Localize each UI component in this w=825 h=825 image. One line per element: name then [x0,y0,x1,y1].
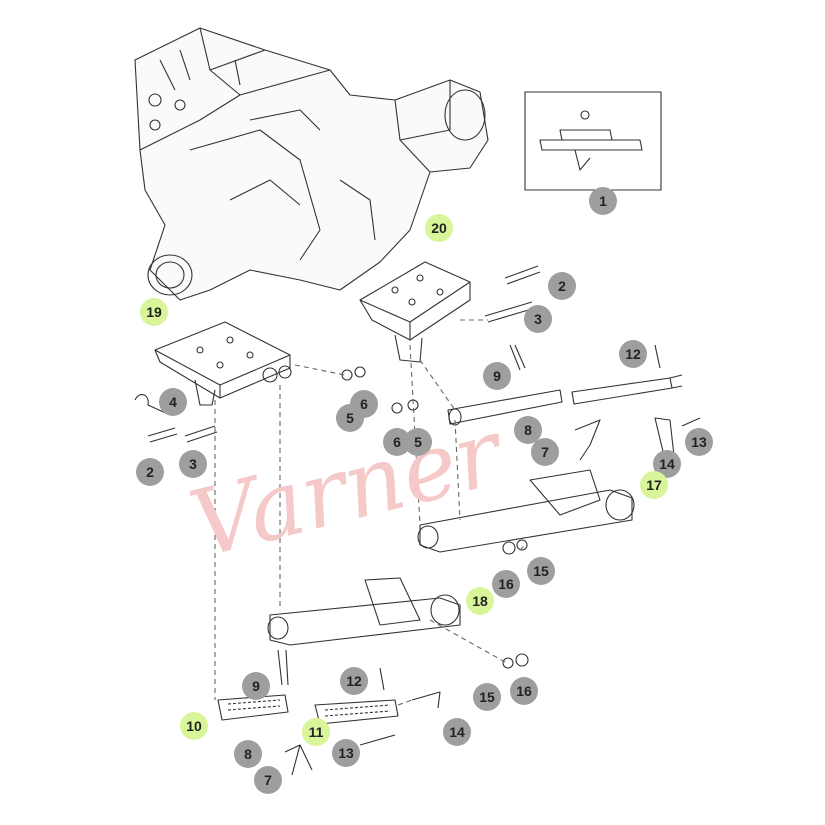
lower-link-left [267,577,461,646]
pin-12-upper [654,344,661,369]
callout-2[interactable]: 2 [136,458,164,486]
callout-13[interactable]: 13 [685,428,713,456]
clip-4 [134,394,171,416]
callout-12[interactable]: 12 [340,667,368,695]
washer [341,369,353,381]
callout-4[interactable]: 4 [159,388,187,416]
callout-7[interactable]: 7 [531,438,559,466]
callout-11[interactable]: 11 [302,718,330,746]
pin-9-lower [277,649,289,686]
callout-3[interactable]: 3 [524,305,552,333]
chain-plate-11 [314,699,399,725]
pin-short [504,265,541,285]
left-mounting-bracket [154,321,292,406]
nut [502,541,516,555]
callout-8[interactable]: 8 [514,416,542,444]
swivel-14-lower [411,691,441,709]
right-mounting-bracket [359,261,471,363]
callout-14[interactable]: 14 [443,718,471,746]
washer [502,657,514,669]
chain-plate-10 [217,694,289,721]
callout-17[interactable]: 17 [640,471,668,499]
chain-7-lower [284,744,313,776]
callout-8[interactable]: 8 [234,740,262,768]
pin-left-2 [147,427,178,443]
inset-stabilizer [539,110,643,171]
callout-20[interactable]: 20 [425,214,453,242]
callout-15[interactable]: 15 [473,683,501,711]
pin-left-3 [184,425,218,443]
rear-axle-housing [134,27,489,301]
adjustable-arm-right [447,374,683,426]
callout-9[interactable]: 9 [242,672,270,700]
callout-5[interactable]: 5 [336,404,364,432]
callout-15[interactable]: 15 [527,557,555,585]
pin-9-upper [509,344,526,371]
nut [354,366,366,378]
callout-10[interactable]: 10 [180,712,208,740]
callout-2[interactable]: 2 [548,272,576,300]
callout-16[interactable]: 16 [510,677,538,705]
callout-9[interactable]: 9 [483,362,511,390]
callout-1[interactable]: 1 [589,187,617,215]
callout-18[interactable]: 18 [466,587,494,615]
cotter-13-lower [359,734,396,746]
cotter-13-upper [681,417,701,427]
callout-19[interactable]: 19 [140,298,168,326]
callout-16[interactable]: 16 [492,570,520,598]
assembly-guides [214,319,526,706]
lower-link-right [417,469,635,553]
washer [516,539,528,551]
callout-12[interactable]: 12 [619,340,647,368]
pin-12-lower [379,667,385,691]
callout-13[interactable]: 13 [332,739,360,767]
callout-3[interactable]: 3 [179,450,207,478]
washer [391,402,403,414]
callout-5[interactable]: 5 [404,428,432,456]
chain-7-upper [574,419,601,461]
callout-7[interactable]: 7 [254,766,282,794]
nut [515,653,529,667]
